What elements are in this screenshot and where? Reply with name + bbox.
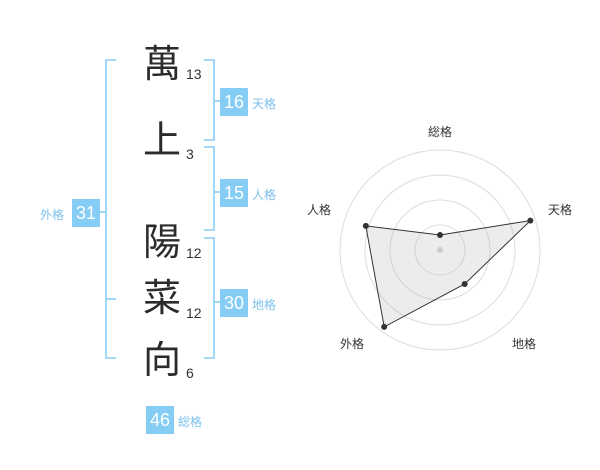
- radar-point: [437, 232, 443, 238]
- radar-label-tenkaku: 天格: [548, 203, 573, 217]
- radar-ring: [339, 149, 541, 351]
- name-char-3: 陽: [142, 220, 181, 264]
- stroke-count-3: 12: [186, 245, 202, 261]
- tenkaku-bracket: [204, 59, 215, 141]
- radar-points: [362, 217, 534, 330]
- name-char-2: 上: [142, 118, 181, 162]
- radar-ring: [364, 174, 516, 326]
- jinkaku-label: 人格: [252, 188, 277, 202]
- radar-label-soukaku: 総格: [428, 125, 453, 139]
- gaikaku-bracket: [105, 59, 116, 359]
- radar-label-jinkaku: 人格: [307, 203, 332, 217]
- stroke-count-1: 13: [186, 66, 202, 82]
- chikaku-value: 30: [220, 289, 248, 317]
- gaikaku-label: 外格: [40, 208, 65, 222]
- tenkaku-label: 天格: [252, 97, 277, 111]
- radar-point: [527, 217, 534, 224]
- radar-point: [362, 222, 369, 229]
- chikaku-bracket: [204, 237, 215, 359]
- soukaku-value: 46: [146, 406, 174, 434]
- radar-label-chikaku: 地格: [512, 337, 537, 351]
- name-char-4: 菜: [142, 276, 181, 320]
- gaikaku-value: 31: [72, 199, 100, 227]
- jinkaku-bracket: [204, 146, 215, 231]
- name-char-5: 向: [142, 338, 181, 382]
- radar-ring: [414, 224, 466, 276]
- radar-point: [381, 323, 388, 330]
- stroke-count-5: 6: [186, 365, 194, 381]
- stroke-count-2: 3: [186, 146, 194, 162]
- soukaku-label: 総格: [178, 415, 203, 429]
- jinkaku-value: 15: [220, 179, 248, 207]
- tenkaku-value: 16: [220, 88, 248, 116]
- radar-polygon: [365, 219, 532, 328]
- stroke-count-4: 12: [186, 305, 202, 321]
- chikaku-label: 地格: [252, 298, 277, 312]
- radar-point: [461, 280, 468, 287]
- radar-ring: [389, 199, 491, 301]
- radar-grid: [339, 149, 541, 351]
- radar-center-dot: [437, 247, 443, 253]
- radar-label-gaikaku: 外格: [340, 337, 365, 351]
- name-char-1: 萬: [142, 42, 181, 86]
